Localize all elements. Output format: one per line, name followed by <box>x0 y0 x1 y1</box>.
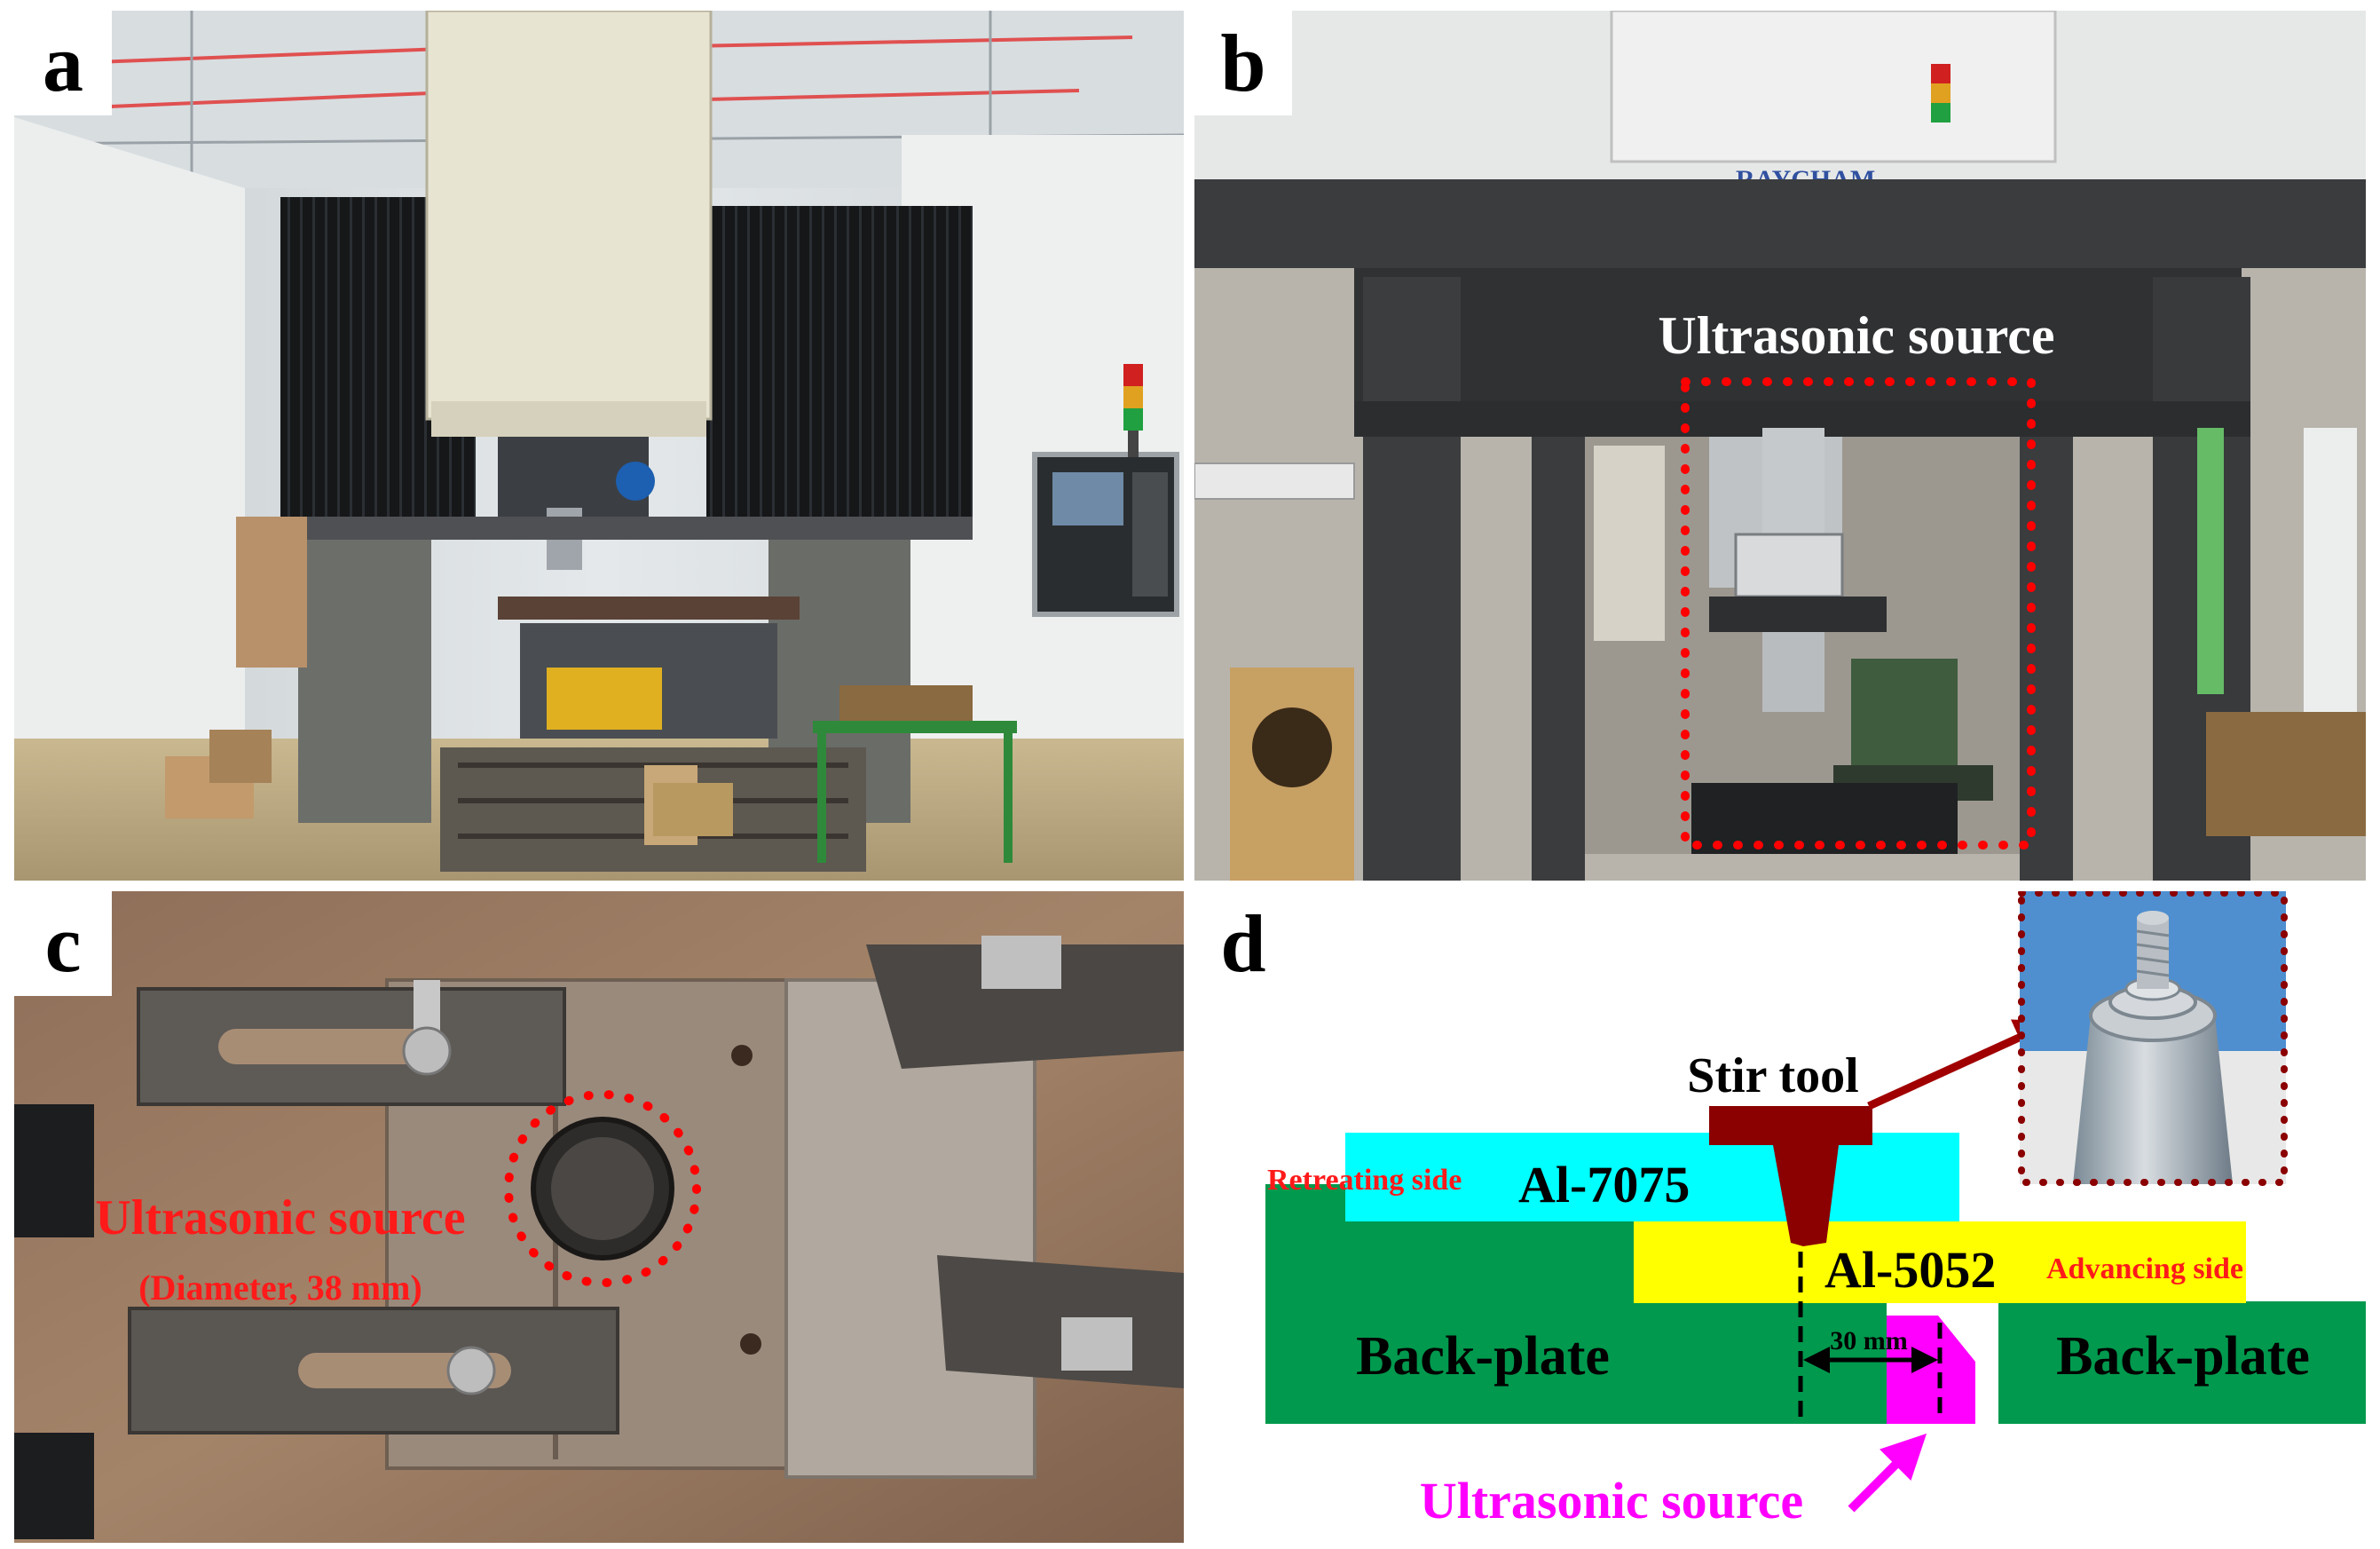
panel-letter-d: d <box>1194 891 1292 996</box>
fsw-schematic: 30 mm Stir tool Retreating side Al-7075 … <box>1265 891 2366 1529</box>
panel-letter-b: b <box>1194 11 1292 115</box>
ultrasonic-source-label-d: Ultrasonic source <box>1420 1472 1803 1529</box>
ultrasonic-source-callout: Ultrasonic source <box>1658 306 2054 365</box>
stir-tool-label: Stir tool <box>1687 1048 1858 1103</box>
ultrasonic-arrow <box>1848 1433 1927 1513</box>
al5052-plate <box>1634 1221 2246 1303</box>
panel-d-schematic: 30 mm Stir tool Retreating side Al-7075 … <box>1194 891 2366 1543</box>
panel-b-photo: RAYCHAM Ultrasonic source <box>1194 11 2366 881</box>
panel-letter-a: a <box>14 11 112 115</box>
advancing-side-label: Advancing side <box>2046 1253 2243 1285</box>
back-plate-right <box>1998 1301 2366 1424</box>
tool-inset-frame <box>2018 891 2288 1186</box>
al7075-label: Al-7075 <box>1518 1156 1690 1213</box>
panel-c-photo: Ultrasonic source (Diameter, 38 mm) c <box>14 891 1184 1543</box>
offset-label: 30 mm <box>1830 1326 1907 1355</box>
back-plate-right-label: Back-plate <box>2056 1326 2310 1387</box>
machine-photo <box>14 11 1184 881</box>
ultrasonic-setup-photo: RAYCHAM Ultrasonic source <box>1194 11 2366 881</box>
ultrasonic-source-box <box>1681 377 2036 850</box>
diameter-label: (Diameter, 38 mm) <box>138 1268 422 1308</box>
tool-inset-arrow <box>1867 1019 2056 1110</box>
stir-tool <box>1709 1106 1872 1246</box>
al5052-label: Al-5052 <box>1824 1241 1996 1299</box>
clamped-plates-photo: Ultrasonic source (Diameter, 38 mm) <box>14 891 1184 1543</box>
retreating-side-label: Retreating side <box>1267 1164 1462 1197</box>
panel-letter-c: c <box>14 891 112 996</box>
ultrasonic-source-circle <box>504 1090 701 1287</box>
al7075-plate <box>1345 1133 1959 1221</box>
panel-a-photo: a <box>14 11 1184 881</box>
tool-inset-photo <box>2020 891 2286 1184</box>
back-plate-left-label: Back-plate <box>1356 1326 1610 1387</box>
ultrasonic-source-callout-c: Ultrasonic source <box>95 1190 465 1245</box>
